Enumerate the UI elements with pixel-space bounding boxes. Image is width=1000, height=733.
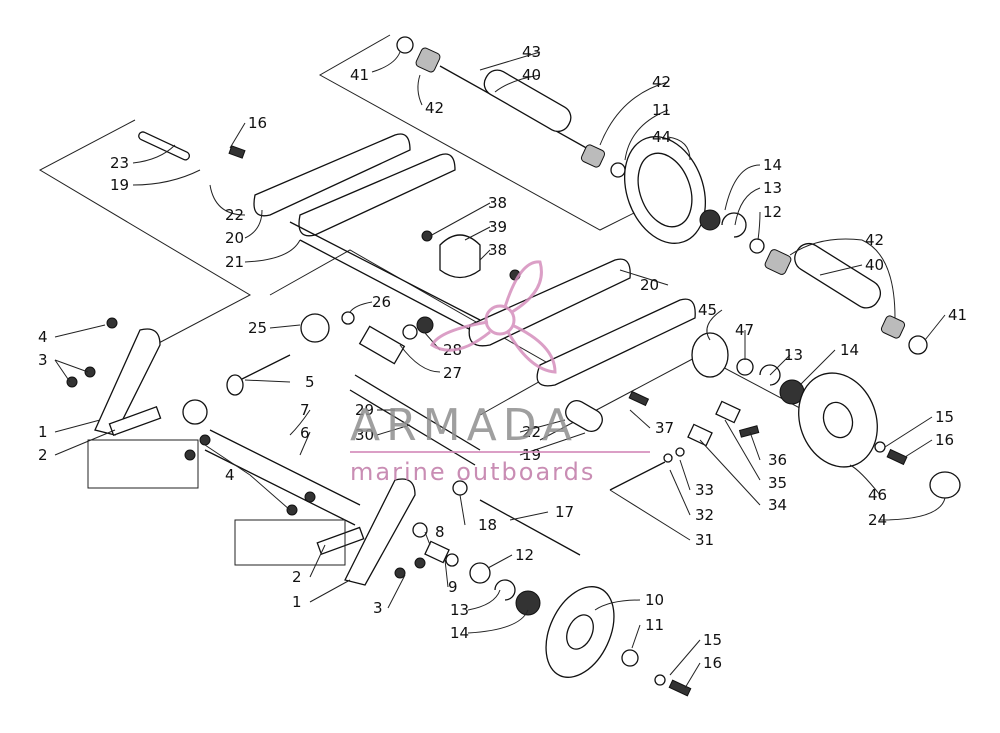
label-3: 3 — [38, 351, 48, 369]
label-26: 26 — [372, 293, 391, 311]
label-34: 34 — [768, 496, 787, 514]
right-wheel-assembly — [421, 230, 961, 499]
leader-lines — [54, 51, 946, 689]
label-38: 38 — [488, 194, 507, 212]
label-42: 42 — [865, 231, 884, 249]
label-31: 31 — [695, 531, 714, 549]
label-25: 25 — [248, 319, 267, 337]
rear-arm-assembly — [138, 131, 491, 341]
label-37: 37 — [655, 419, 674, 437]
label-7: 7 — [300, 401, 310, 419]
label-15: 15 — [703, 631, 722, 649]
label-11: 11 — [652, 101, 671, 119]
label-22: 22 — [225, 206, 244, 224]
label-4: 4 — [38, 328, 48, 346]
label-14: 14 — [763, 156, 782, 174]
label-19: 19 — [522, 446, 541, 464]
label-13: 13 — [763, 179, 782, 197]
label-41: 41 — [948, 306, 967, 324]
label-5: 5 — [305, 373, 315, 391]
label-23: 23 — [110, 154, 129, 172]
part-labels: 41 42 43 40 42 11 44 14 13 12 42 40 41 1… — [38, 43, 967, 672]
label-17: 17 — [555, 503, 574, 521]
label-21: 21 — [225, 253, 244, 271]
label-32: 32 — [695, 506, 714, 524]
label-16: 16 — [935, 431, 954, 449]
label-12: 12 — [515, 546, 534, 564]
label-40: 40 — [865, 256, 884, 274]
label-30: 30 — [355, 426, 374, 444]
label-10: 10 — [645, 591, 664, 609]
label-2: 2 — [38, 446, 48, 464]
label-1: 1 — [38, 423, 48, 441]
label-40: 40 — [522, 66, 541, 84]
track-lugs — [87, 439, 346, 566]
label-45: 45 — [698, 301, 717, 319]
armada-logo-watermark: ARMADA marine outboards — [350, 260, 650, 486]
label-24: 24 — [868, 511, 887, 529]
watermark-title: ARMADA — [350, 400, 578, 451]
watermark-subtitle: marine outboards — [350, 458, 595, 486]
label-38: 38 — [488, 241, 507, 259]
label-42: 42 — [652, 73, 671, 91]
label-19: 19 — [110, 176, 129, 194]
label-16: 16 — [703, 654, 722, 672]
label-16: 16 — [248, 114, 267, 132]
label-41: 41 — [350, 66, 369, 84]
label-14: 14 — [840, 341, 859, 359]
label-20: 20 — [225, 229, 244, 247]
label-22: 22 — [522, 423, 541, 441]
mount-plates — [66, 317, 426, 586]
label-6: 6 — [300, 424, 310, 442]
label-36: 36 — [768, 451, 787, 469]
label-47: 47 — [735, 321, 754, 339]
label-11: 11 — [645, 616, 664, 634]
label-43: 43 — [522, 43, 541, 61]
label-1: 1 — [292, 593, 302, 611]
label-20: 20 — [640, 276, 659, 294]
label-35: 35 — [768, 474, 787, 492]
propeller-icon — [430, 260, 557, 374]
front-arm-assembly — [182, 234, 696, 526]
label-9: 9 — [448, 578, 458, 596]
label-27: 27 — [443, 364, 462, 382]
label-12: 12 — [763, 203, 782, 221]
label-8: 8 — [435, 523, 445, 541]
lower-wheel-assembly — [412, 480, 692, 697]
label-13: 13 — [450, 601, 469, 619]
label-15: 15 — [935, 408, 954, 426]
label-46: 46 — [868, 486, 887, 504]
label-33: 33 — [695, 481, 714, 499]
label-14: 14 — [450, 624, 469, 642]
label-18: 18 — [478, 516, 497, 534]
label-42: 42 — [425, 99, 444, 117]
label-39: 39 — [488, 218, 507, 236]
label-3: 3 — [373, 599, 383, 617]
label-29: 29 — [355, 401, 374, 419]
label-2: 2 — [292, 568, 302, 586]
label-44: 44 — [652, 128, 671, 146]
label-4: 4 — [225, 466, 235, 484]
label-13: 13 — [784, 346, 803, 364]
